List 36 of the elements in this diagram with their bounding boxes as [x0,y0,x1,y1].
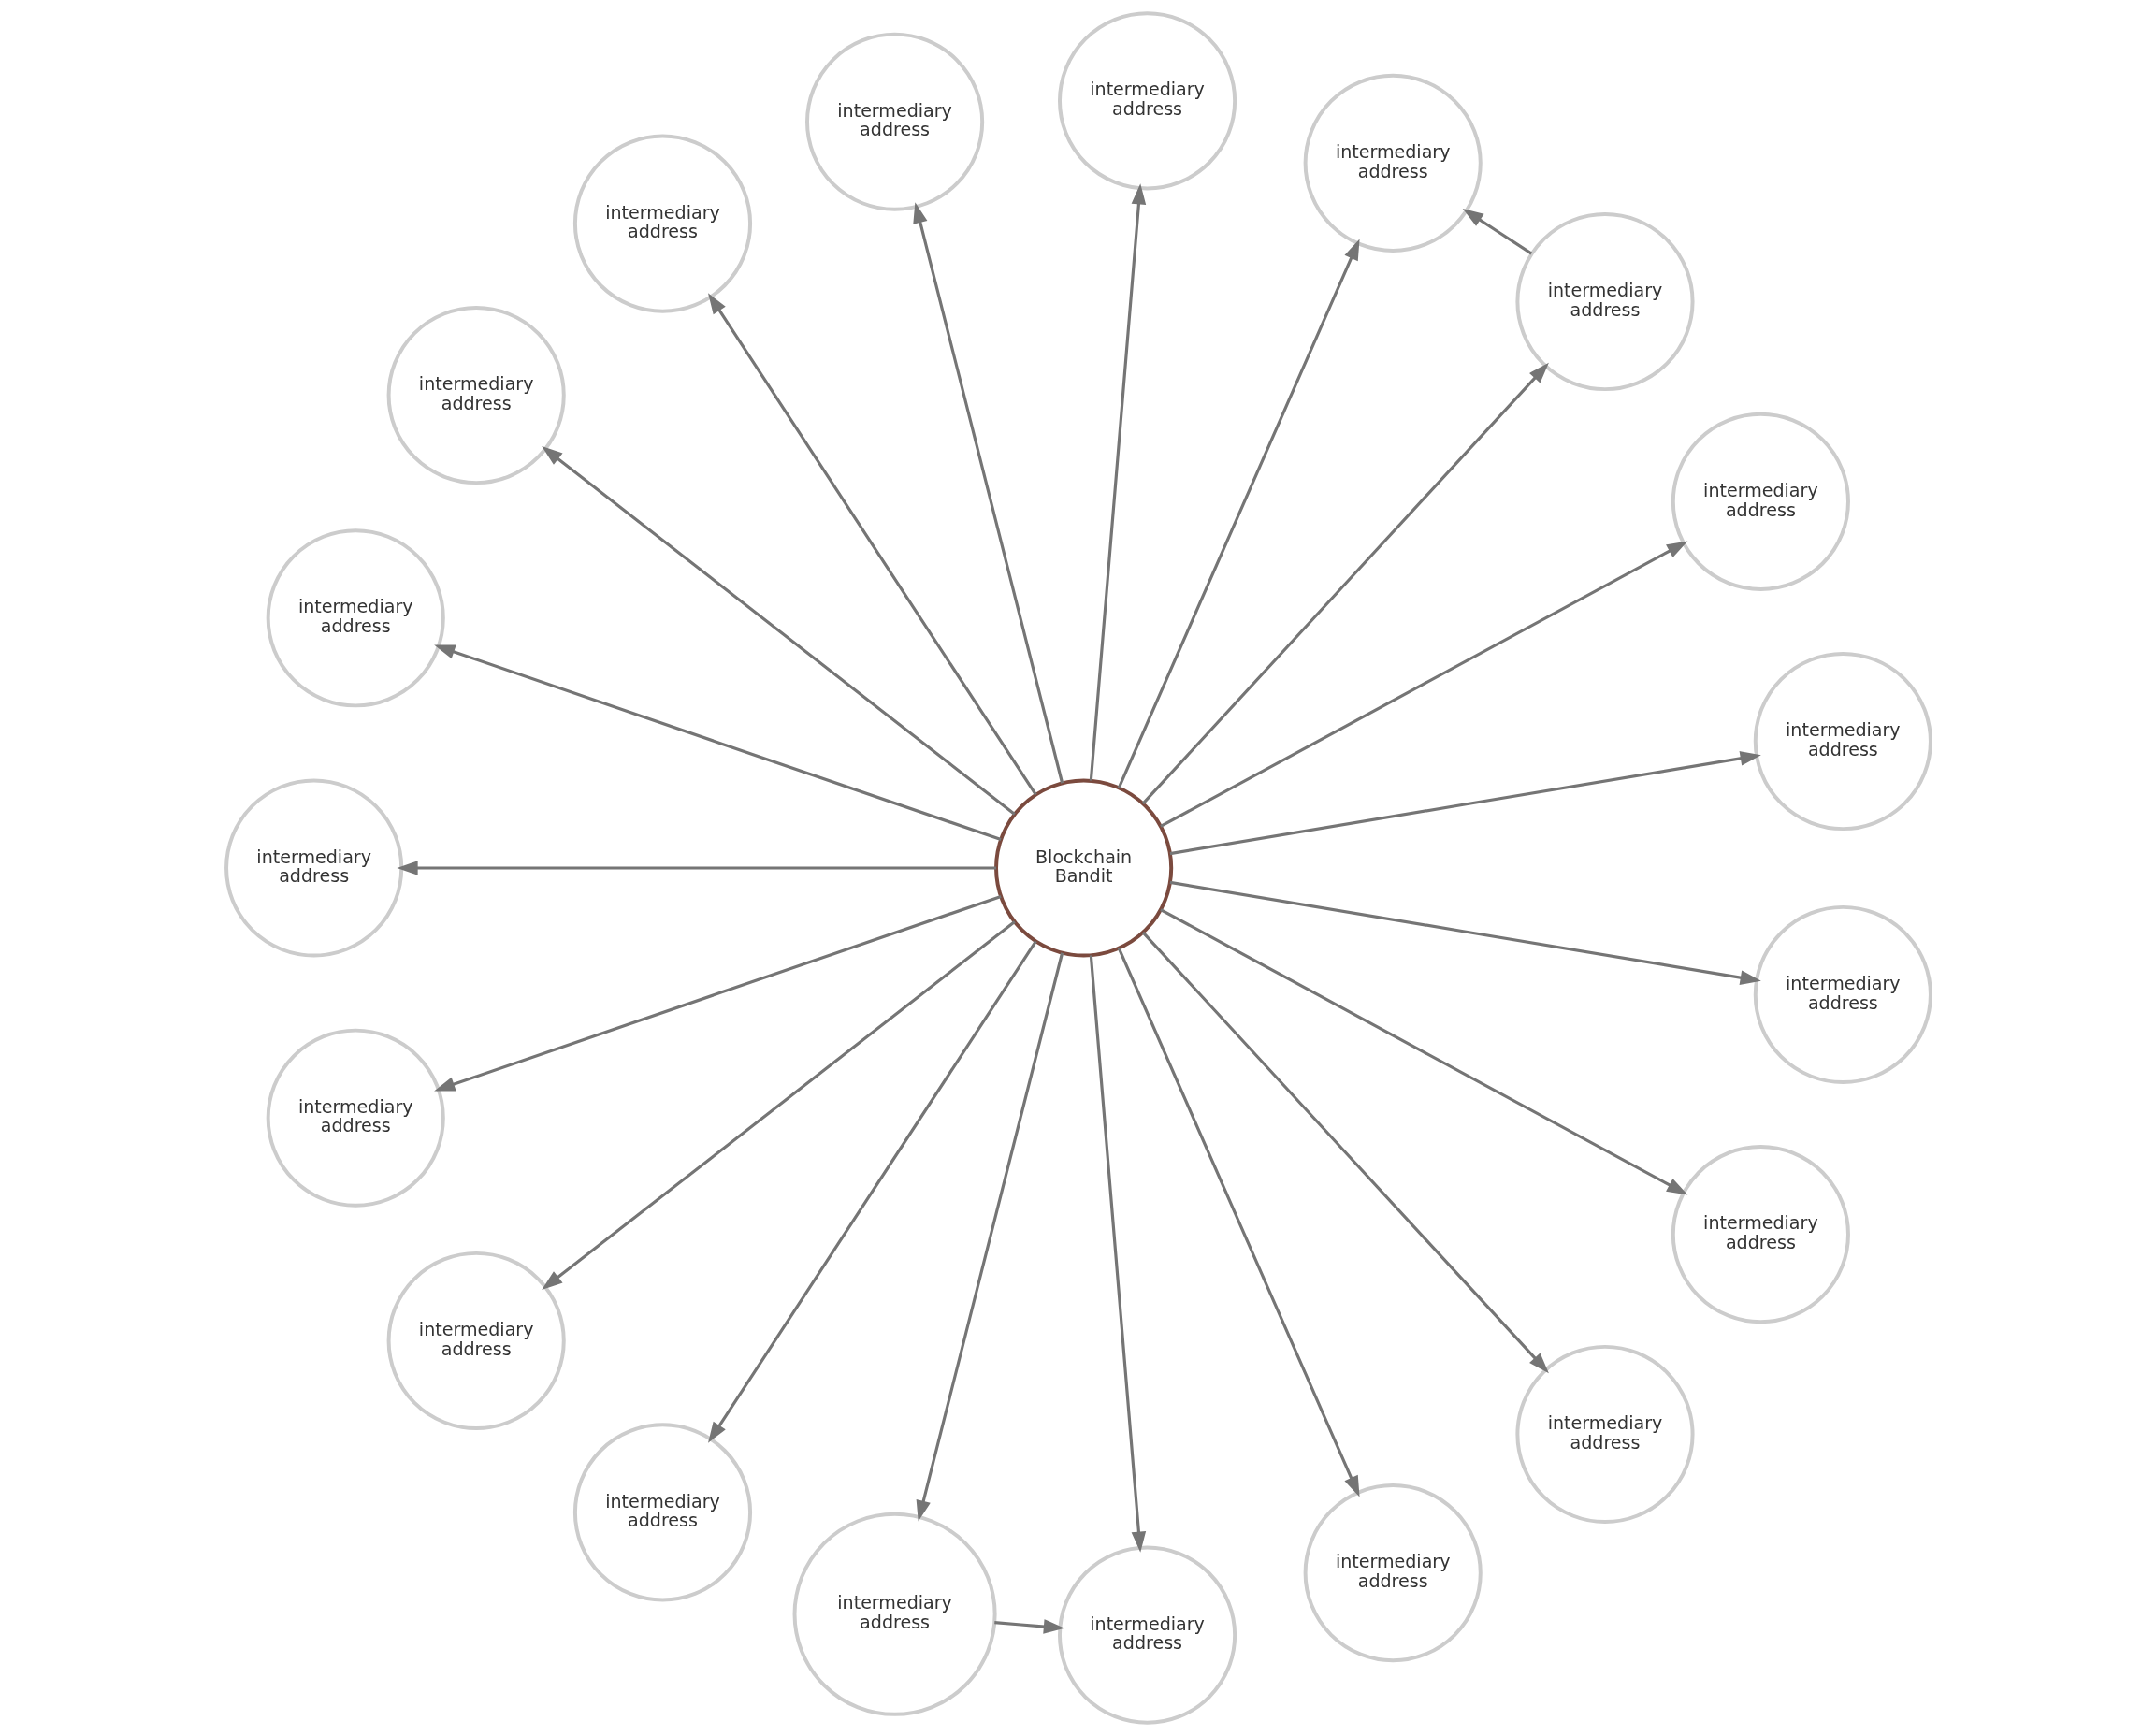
node-circle: intermediary address [1303,1483,1483,1663]
arrow [1117,239,1360,788]
node-circle: intermediary address [792,1512,997,1716]
node-circle: intermediary address [266,1028,445,1208]
node-circle: intermediary address [1671,412,1850,591]
arrow [433,894,1002,1092]
node-circle: Blockchain Bandit [993,778,1173,958]
arrow [396,861,996,875]
arrow [1169,751,1761,856]
arrow [707,940,1037,1443]
arrow [541,446,1016,816]
arrow [1117,948,1360,1497]
node-circle: intermediary address [1671,1145,1850,1324]
node-circle: intermediary address [1753,651,1932,832]
node-circle: intermediary address [804,32,984,211]
arrow [1089,955,1146,1553]
arrow [1159,541,1687,828]
node-circle: intermediary address [1057,11,1237,191]
node-circle: intermediary address [1753,904,1932,1085]
arrow [993,1619,1064,1634]
node-circle: intermediary address [224,778,403,958]
node-circle: intermediary address [1514,211,1695,392]
node-circle: intermediary address [1057,1545,1237,1725]
arrow [1169,880,1761,985]
arrow [912,202,1064,784]
arrow [1089,183,1146,781]
arrow [1462,209,1532,255]
arrow [541,920,1016,1290]
arrow [707,293,1037,796]
node-circle: intermediary address [1514,1344,1695,1525]
arrow [1159,908,1687,1195]
arrow [433,644,1002,842]
node-circle: intermediary address [266,528,445,708]
arrow [916,952,1064,1522]
arrow [1141,362,1549,805]
arrow [1141,931,1549,1374]
